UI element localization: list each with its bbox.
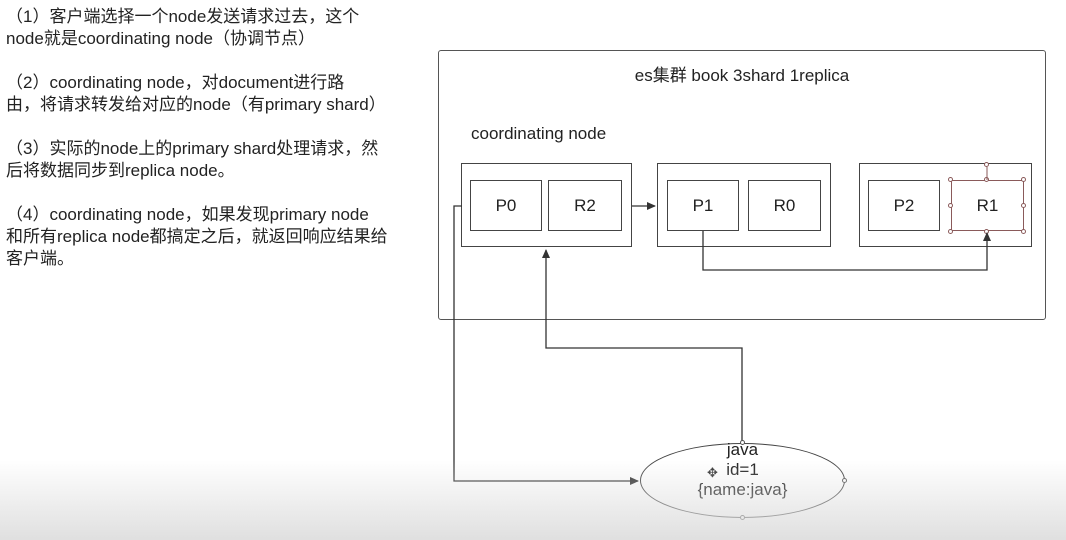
shard-p2[interactable]: P2 (868, 180, 940, 231)
note-step-2: （2）coordinating node，对document进行路 由，将请求转… (6, 73, 386, 114)
cluster-title: es集群 book 3shard 1replica (634, 66, 850, 85)
arrow-response (542, 249, 743, 443)
coordinating-node-label: coordinating node (471, 124, 607, 143)
client-line-1: java (726, 440, 759, 459)
rotate-handle-icon[interactable] (984, 162, 989, 167)
shard-r0[interactable]: R0 (748, 180, 821, 231)
shard-p0[interactable]: P0 (470, 180, 542, 231)
note-step-1: （1）客户端选择一个node发送请求过去，这个 node就是coordinati… (6, 7, 360, 48)
client-line-3: {name:java} (697, 480, 788, 499)
shard-r1[interactable]: R1 (951, 180, 1024, 231)
resize-handle-icon[interactable] (948, 177, 953, 182)
arrow-p1-to-r1 (702, 231, 991, 271)
client-label: java id=1 {name:java} (640, 440, 845, 500)
resize-handle-icon[interactable] (1021, 229, 1026, 234)
resize-handle-icon[interactable] (948, 229, 953, 234)
client-line-2: id=1 (726, 460, 759, 479)
connection-point-icon[interactable] (740, 440, 745, 445)
note-step-3: （3）实际的node上的primary shard处理请求，然 后将数据同步到r… (6, 139, 379, 180)
resize-handle-icon[interactable] (1021, 203, 1026, 208)
connection-point-icon[interactable] (740, 515, 745, 520)
notes-panel: （1）客户端选择一个node发送请求过去，这个 node就是coordinati… (6, 6, 426, 292)
resize-handle-icon[interactable] (1021, 177, 1026, 182)
resize-handle-icon[interactable] (948, 203, 953, 208)
shard-r2[interactable]: R2 (548, 180, 622, 231)
note-step-4: （4）coordinating node，如果发现primary node 和所… (6, 205, 388, 268)
move-cursor-icon: ✥ (707, 465, 718, 480)
shard-p1[interactable]: P1 (667, 180, 739, 231)
